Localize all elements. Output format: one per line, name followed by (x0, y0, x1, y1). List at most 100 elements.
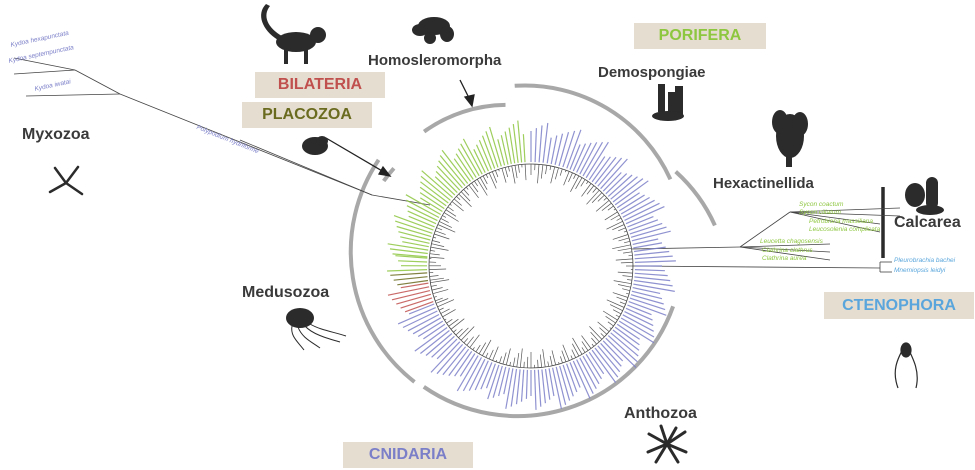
tip-label-mark (605, 173, 628, 195)
tip-label-mark (594, 347, 619, 378)
tree-branch (591, 337, 597, 345)
tree-branch (436, 227, 443, 231)
tip-label-mark (396, 225, 432, 238)
tree-branch (485, 174, 489, 179)
taxon-clathrina-clathrus: Clathrina clathrus (762, 247, 813, 254)
tip-label-mark (439, 155, 466, 186)
tip-label-mark (616, 192, 640, 209)
taxon-clathrina-aurea: Clathrina aurea (762, 255, 807, 262)
tip-label-mark (393, 215, 434, 231)
tree-branch (444, 318, 447, 321)
tip-label-mark (612, 329, 640, 351)
tree-branch (560, 356, 563, 364)
tip-label-mark (408, 303, 435, 315)
tip-label-mark (475, 144, 489, 172)
tree-branch (580, 179, 586, 187)
tree-branch (549, 355, 553, 366)
tip-label-mark (634, 260, 676, 263)
tree-branch (602, 310, 618, 321)
tip-label-mark (630, 294, 664, 305)
tip-label-mark (503, 367, 510, 395)
tree-branch (443, 212, 459, 222)
tip-label-mark (630, 226, 667, 238)
tree-branch (430, 246, 449, 251)
calcarea-icon (905, 177, 944, 215)
tree-branch (573, 174, 577, 179)
tip-label-mark (402, 310, 438, 329)
tip-label-mark (407, 313, 440, 332)
tip-label-mark (591, 349, 617, 383)
demospongiae-label: Demospongiae (598, 64, 706, 81)
tip-label-mark (522, 134, 526, 163)
tree-branch (442, 309, 456, 318)
tip-labels-ring (387, 120, 676, 410)
arc-homoscleromorpha (422, 102, 506, 134)
tree-branch (545, 165, 548, 175)
tree-branch (437, 224, 456, 233)
tree-branch (434, 233, 450, 240)
tip-label-mark (400, 297, 433, 309)
tree-branch (597, 321, 610, 332)
tree-branch (492, 346, 499, 361)
tip-label-mark (633, 242, 663, 249)
tip-label-mark (633, 279, 673, 287)
tree-branch (592, 187, 597, 193)
tip-label-mark (559, 365, 571, 401)
tip-label-mark (552, 367, 562, 409)
tree-branch (447, 206, 454, 212)
arc-hexactinellida (674, 170, 717, 227)
tree-branch (571, 343, 580, 357)
tip-label-mark (398, 260, 428, 263)
tree-branch (466, 186, 469, 190)
tip-label-mark (436, 338, 458, 360)
tip-label-mark (387, 286, 430, 296)
tree-branch (450, 318, 465, 330)
tree-branch (615, 314, 620, 318)
tree-branch (618, 237, 630, 242)
taxon-pleurobrachia-bachei: Pleurobrachia bachei (894, 257, 956, 264)
tree-branch (561, 350, 567, 362)
tip-label-mark (585, 141, 609, 179)
tip-label-mark (634, 269, 665, 272)
tree-branch (449, 203, 452, 206)
tree-branch (438, 307, 444, 311)
tip-label-mark (600, 342, 622, 367)
hexactinellida-label: Hexactinellida (713, 175, 814, 192)
taxon-sycon-coactum: Sycon coactum (799, 201, 844, 208)
tip-label-mark (525, 369, 528, 399)
tip-label-mark (462, 357, 483, 392)
tree-branch (575, 177, 583, 190)
tip-label-mark (481, 135, 496, 169)
tip-label-mark (400, 282, 429, 289)
tip-label-mark (554, 133, 564, 165)
tree-branch (612, 292, 629, 298)
tree-branch (499, 356, 502, 364)
tip-label-mark (622, 199, 655, 218)
tip-label-mark (569, 144, 581, 170)
tree-branch (509, 361, 511, 366)
tree-branch (563, 171, 570, 186)
tree-branch (559, 168, 563, 176)
tree-branch (429, 253, 440, 256)
tip-label-mark (576, 142, 592, 173)
tip-label-mark (512, 124, 519, 163)
tree-branch (540, 164, 544, 179)
tip-label-mark (478, 139, 493, 171)
tree-branch (606, 220, 623, 230)
tip-label-mark (534, 128, 537, 163)
tip-label-mark (402, 241, 429, 248)
tip-label-mark (456, 355, 479, 392)
tree-branch (431, 284, 437, 287)
tip-label-mark (585, 353, 603, 380)
tree-branch (620, 262, 633, 264)
tip-label-mark (544, 368, 551, 400)
tip-label-mark (610, 176, 638, 200)
tip-label-mark (431, 335, 455, 358)
tree-branch (600, 333, 605, 338)
tree-branch (618, 284, 631, 288)
tip-label-mark (487, 364, 500, 400)
tip-label-mark (400, 236, 430, 244)
tip-label-mark (634, 276, 671, 282)
tip-label-mark (485, 131, 499, 168)
